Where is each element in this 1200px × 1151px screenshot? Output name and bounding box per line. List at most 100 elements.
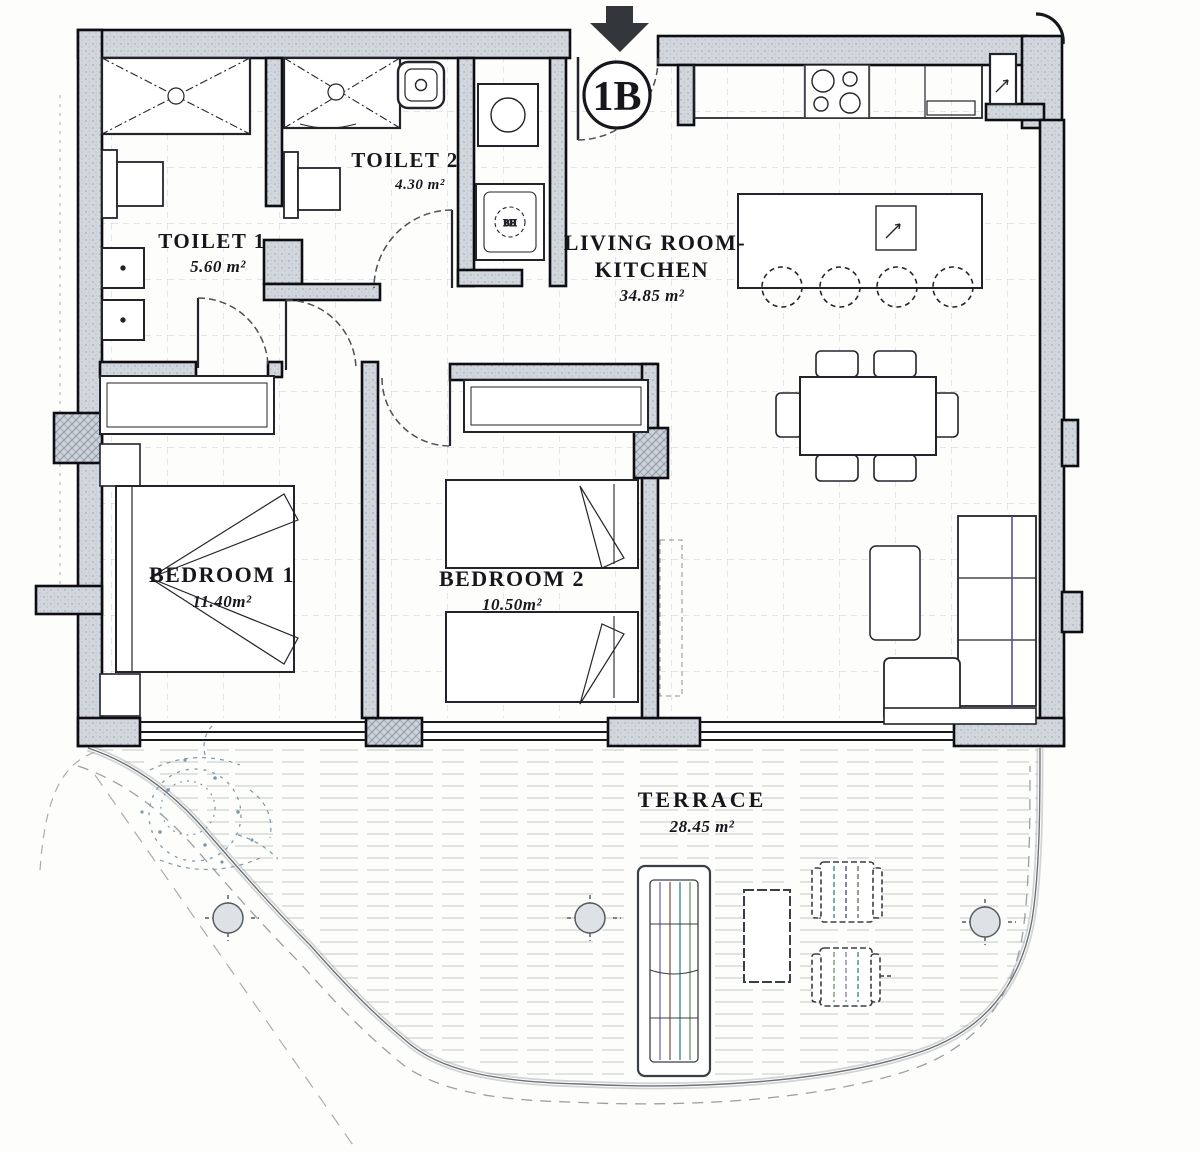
island-sink-symbol (875, 205, 917, 251)
living-furniture (659, 515, 1037, 725)
toilet1-name: TOILET 1 (158, 229, 266, 253)
bedroom1-label: BEDROOM 1 11.40m² (149, 562, 295, 611)
living-kitchen-label: LIVING ROOM- KITCHEN 34.85 m² (564, 230, 746, 305)
washing-machine-symbol (477, 83, 539, 147)
chair-symbol (815, 350, 859, 378)
living-name-line1: LIVING ROOM- (564, 230, 746, 255)
wall-right-bump1 (1060, 418, 1080, 468)
light-symbol (962, 899, 1016, 945)
sofa-symbol (883, 515, 1037, 725)
wall-bedroom2-top (448, 362, 658, 382)
single-bed-symbol (445, 611, 639, 705)
room-labels: TOILET 1 5.60 m² TOILET 2 4.30 m² LIVING… (149, 148, 767, 836)
toilet1-door (196, 297, 269, 369)
terrace-railing-line (87, 747, 1041, 1087)
stool-symbol (761, 266, 803, 308)
toilet2-label: TOILET 2 4.30 m² (351, 148, 459, 193)
bedroom1-furniture (99, 375, 299, 717)
wall-toilet-divider (264, 56, 284, 208)
wall-utility-right (548, 56, 568, 288)
coffee-table-symbol (869, 545, 921, 641)
kitchen-sink-counter (926, 100, 976, 116)
wall-left-column (52, 411, 104, 465)
stool-symbol (819, 266, 861, 308)
terrace-light-symbols (205, 895, 1016, 945)
terrace-furniture (636, 861, 892, 1078)
toilet1-label: TOILET 1 5.60 m² (158, 229, 266, 276)
window-bedroom2 (422, 721, 608, 741)
wardrobe-symbol (463, 379, 649, 433)
wall-top-left (76, 28, 572, 60)
wall-hall-top (262, 282, 382, 302)
living-area: 34.85 m² (619, 286, 685, 305)
corner-sink-symbol (396, 60, 446, 110)
stool-symbol (932, 266, 974, 308)
wall-bedrooms-divider (360, 360, 380, 720)
wall-right-bump2 (1060, 590, 1084, 634)
double-bed-symbol (115, 485, 299, 673)
stool-symbol (876, 266, 918, 308)
toilet2-name: TOILET 2 (351, 148, 459, 172)
doors (196, 12, 1065, 447)
side-table-symbol (743, 889, 791, 983)
bedroom1-name: BEDROOM 1 (149, 562, 295, 587)
wardrobe-symbol (99, 375, 275, 435)
shower-tray-symbol (100, 56, 252, 136)
terrace-area-label: 28.45 m² (669, 817, 735, 836)
terrace-name: TERRACE (638, 787, 767, 812)
wc-symbol (101, 247, 145, 289)
wall-corner-step (984, 102, 1046, 122)
terrace-chair-symbol (811, 947, 892, 1007)
bedroom2-label: BEDROOM 2 10.50m² (439, 566, 584, 614)
living-name-line2: KITCHEN (595, 257, 709, 282)
light-symbol (205, 895, 259, 941)
terrace-windows (140, 721, 954, 741)
wall-left (76, 28, 104, 748)
wall-top-kitchen (656, 34, 1028, 67)
terrace-area (39, 724, 1044, 1149)
wall-bedroom1-top-b (266, 360, 284, 379)
bedroom1-area: 11.40m² (192, 592, 252, 611)
terrace-chair-symbol (811, 861, 883, 923)
chair-symbol (873, 454, 917, 482)
sun-lounger-symbol (636, 864, 712, 1078)
walls (34, 28, 1084, 748)
wall-living-divider-column (632, 426, 670, 480)
chair-symbol (815, 454, 859, 482)
toilet1-area: 5.60 m² (190, 257, 246, 276)
entrance-mark: 1B (582, 6, 652, 130)
washbasin-symbol (283, 151, 341, 219)
nightstand-symbol (99, 673, 141, 717)
shower-tray-symbol (282, 56, 402, 130)
boiler-symbol: BH (475, 183, 545, 261)
nightstand-symbol (99, 443, 141, 487)
dining-table-symbol (799, 376, 937, 456)
chair-symbol (873, 350, 917, 378)
dining-chairs (775, 350, 959, 482)
boiler-label: BH (503, 218, 516, 228)
entrance-door (576, 57, 659, 141)
wall-utility-bottom (456, 268, 524, 288)
wall-left-stub (34, 584, 104, 616)
bidet-symbol (101, 299, 145, 341)
wall-utility-left (456, 56, 476, 288)
bathroom-fixtures: BH (100, 56, 545, 341)
bar-stools (761, 266, 974, 308)
entrance-arrow-shaft (606, 6, 633, 23)
bedroom1-door (284, 299, 357, 371)
light-symbol (567, 895, 621, 941)
bedroom2-furniture (445, 379, 649, 705)
single-bed-symbol (445, 479, 639, 569)
toilet2-area: 4.30 m² (394, 177, 445, 193)
plant-symbol (140, 724, 279, 871)
wall-bottom-pillar2 (606, 716, 702, 748)
washbasin-symbol (101, 149, 164, 219)
kitchen-furniture (693, 52, 1018, 308)
terrace-corner-sketch (39, 751, 96, 871)
unit-label: 1B (592, 74, 641, 120)
toilet2-door (373, 209, 454, 289)
entrance-arrow-icon (590, 23, 649, 52)
curtain-dashed (659, 539, 683, 697)
tall-unit-symbol (988, 52, 1018, 106)
bedroom2-door (381, 377, 452, 447)
